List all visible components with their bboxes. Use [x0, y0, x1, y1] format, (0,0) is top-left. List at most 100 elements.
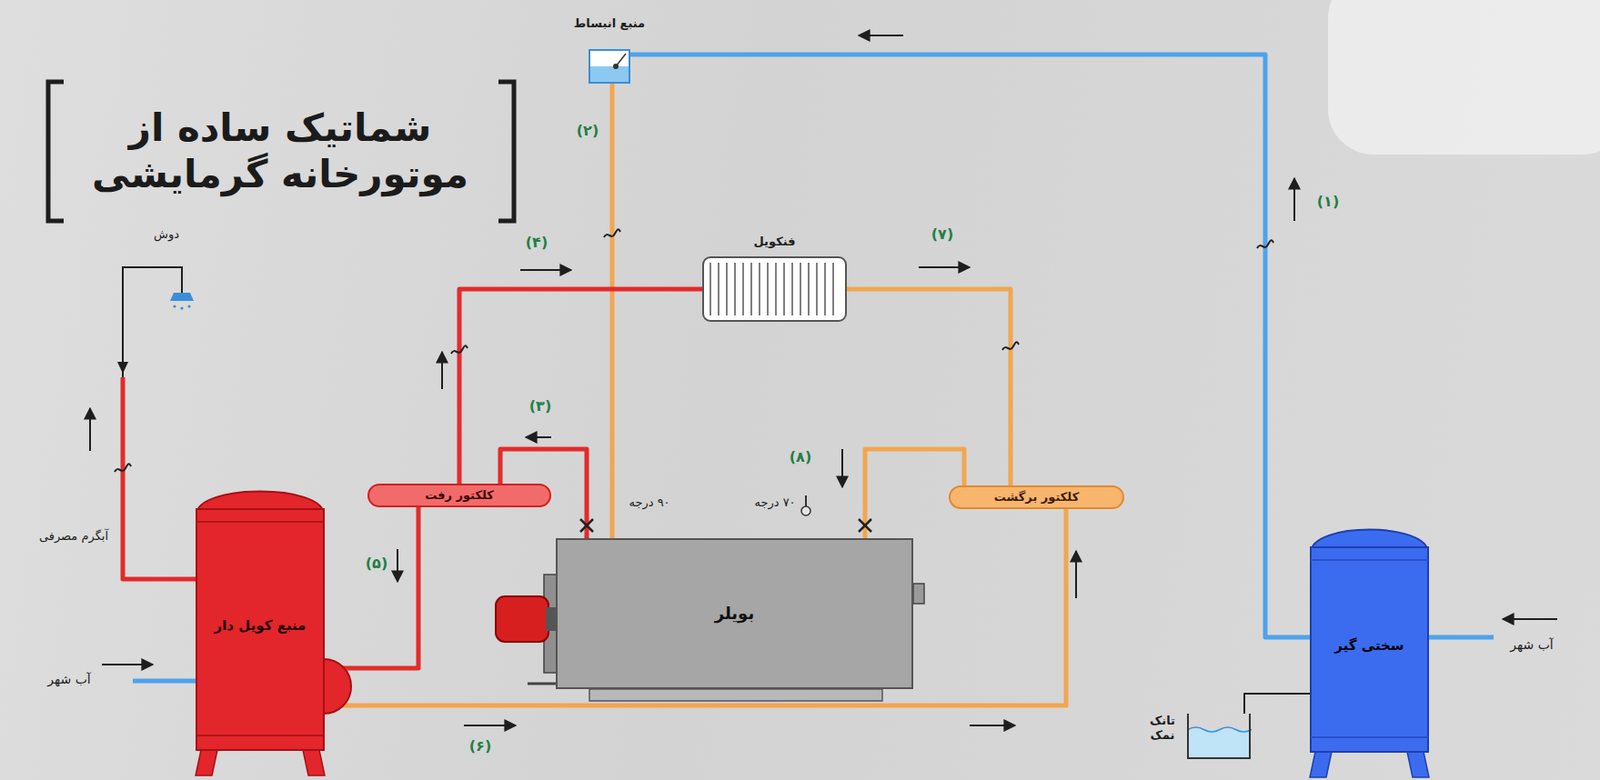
flow-arrow: [918, 266, 970, 269]
valve-symbol: [580, 519, 594, 533]
coil-tank-part: [196, 734, 324, 737]
fan-coil-part: [815, 262, 818, 316]
boiler-label: بویلر: [714, 603, 755, 624]
flow-arrow: [101, 664, 153, 666]
flow-arrow: [841, 449, 844, 488]
fan-coil-part: [717, 262, 720, 316]
pipe: [324, 509, 1067, 706]
coil-tank-label: منبع کویل دار: [214, 617, 307, 634]
fan-coil-part: [703, 257, 846, 322]
coil-tank-part: [196, 521, 324, 524]
expansion-tank: منبع انبساط: [588, 49, 631, 84]
title-bracket: [48, 81, 64, 222]
water-softener-part: [1310, 736, 1429, 739]
flow-arrow: [858, 34, 904, 37]
fan-coil: فنکویل: [702, 256, 847, 323]
callout-number: (۵): [365, 554, 388, 574]
valve-symbol: [858, 519, 872, 533]
water-softener-label: سختی گیر: [1334, 637, 1404, 655]
temperature-label: ۹۰ درجه: [628, 495, 670, 511]
flow-arrow: [525, 436, 552, 439]
valve-symbol: [580, 519, 594, 533]
coil-tank: منبع کویل دار: [195, 500, 325, 751]
expansion-tank-part: [589, 50, 630, 83]
boiler-part: [556, 539, 913, 689]
fan-coil-part: [807, 262, 810, 316]
salt-tank-part: [1187, 714, 1250, 759]
salt-tank-label: تانک نمک: [1143, 714, 1182, 743]
callout-number: (۶): [469, 737, 492, 756]
fan-coil-part: [824, 262, 826, 316]
coil-tank-part: [195, 750, 218, 776]
fan-coil-part: [734, 262, 736, 316]
boiler-door: [543, 574, 557, 674]
shower-head: [170, 292, 194, 302]
flow-arrow: [89, 408, 91, 452]
boiler-foot: [527, 683, 556, 686]
fan-coil-shape: [702, 256, 847, 323]
salt-tank-part: [1187, 727, 1252, 733]
return-collector-part: [949, 486, 1124, 509]
expansion-tank-part: [590, 66, 629, 82]
flow-arrow: [441, 352, 443, 390]
fan-coil-part: [750, 262, 753, 316]
coil-tank-part: [196, 509, 324, 751]
expansion-tank-part: [613, 63, 619, 70]
pipe-break: [1002, 342, 1019, 351]
thermometer: [801, 506, 811, 516]
water-softener-part: [1310, 547, 1429, 753]
pipe: [1244, 694, 1310, 715]
shower-drop: [180, 306, 183, 310]
pipe-break: [114, 463, 131, 473]
part-label: آبگرم مصرفی: [38, 529, 110, 544]
diagram-title: شماتیک ساده از موتورخانه گرمایشی: [66, 104, 494, 198]
shower-pipe: [122, 267, 182, 378]
salt-tank-shape: [1187, 714, 1251, 760]
shower-drop: [172, 304, 176, 308]
title-bracket: [498, 81, 514, 222]
callout-number: (۴): [525, 233, 548, 252]
water-softener-part: [1310, 559, 1429, 562]
callout-number: (۲): [576, 121, 599, 141]
supply-collector-part: [368, 484, 551, 507]
supply-collector-label: کلکتور رفت: [424, 488, 494, 504]
supply-collector: کلکتور رفت: [367, 483, 552, 508]
flow-arrow: [1075, 551, 1077, 599]
fan-coil-part: [742, 262, 745, 316]
pipe-break: [603, 229, 621, 238]
pipe: [610, 83, 615, 539]
part-label: دوش: [153, 227, 180, 242]
fan-coil-part: [725, 262, 728, 316]
city-water-pipe: [1428, 635, 1494, 641]
fan-coil-part: [783, 262, 785, 316]
coil-tank-part: [302, 750, 325, 776]
part-label: آب شهر: [47, 672, 91, 689]
city-water-pipe: [132, 679, 196, 685]
callout-number: (۷): [931, 225, 954, 244]
fan-coil-part: [709, 262, 712, 316]
flow-arrow: [117, 362, 129, 374]
flow-arrow: [520, 269, 572, 272]
flow-arrow: [463, 724, 516, 727]
burner: [495, 596, 549, 643]
boiler-knob: [913, 583, 925, 604]
salt-tank: تانک نمک: [1187, 714, 1251, 760]
flow-arrow: [396, 549, 399, 583]
boiler-base: [589, 689, 883, 702]
salt-tank-part: [1187, 730, 1250, 760]
return-collector: کلکتور برگشت: [948, 485, 1125, 510]
fan-coil-part: [799, 262, 802, 316]
callout-number: (۱): [1317, 192, 1339, 212]
shower-drop: [187, 304, 191, 308]
flow-arrow: [1502, 618, 1558, 621]
callout-number: (۳): [529, 397, 552, 416]
fan-coil-label: فنکویل: [753, 234, 795, 250]
coil-tank-part: [323, 659, 352, 715]
fan-coil-part: [774, 262, 777, 316]
valve-symbol: [858, 519, 872, 533]
hot-water-pipe: [122, 377, 196, 580]
pipe: [459, 289, 703, 484]
fan-coil-part: [791, 262, 794, 316]
fan-coil-part: [832, 262, 835, 316]
